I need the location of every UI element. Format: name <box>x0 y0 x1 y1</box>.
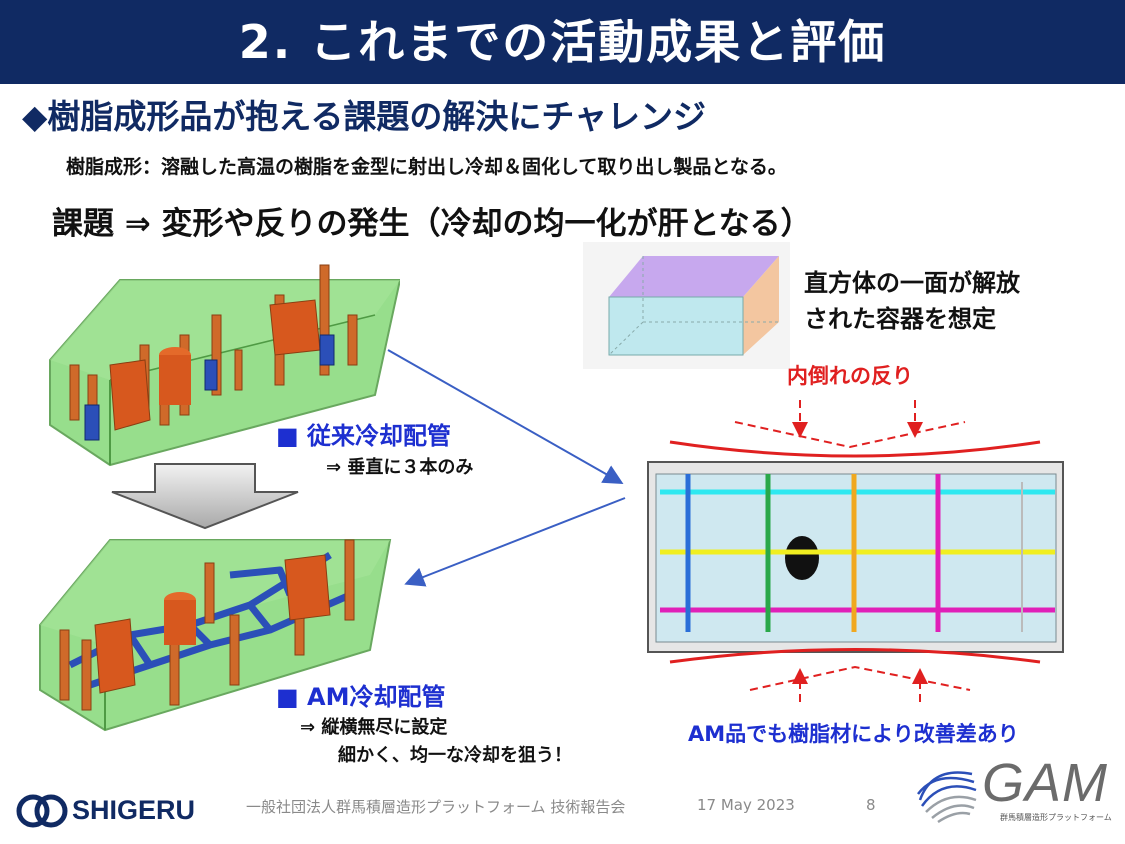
footer-org: 一般社団法人群馬積層造形プラットフォーム 技術報告会 <box>246 798 626 816</box>
gam-logo-icon <box>917 771 977 824</box>
conventional-label: ■ 従来冷却配管 <box>276 422 452 450</box>
cooling-result-diagram <box>647 400 1064 702</box>
slide-title: 2. これまでの活動成果と評価 <box>238 15 887 69</box>
down-arrow-icon <box>111 463 299 530</box>
box-diagram <box>583 242 790 369</box>
box-note: 直方体の一面が解放 された容器を想定 <box>804 265 1020 337</box>
warp-label: 内倒れの反り <box>787 364 913 388</box>
box-note-line-2: された容器を想定 <box>804 305 996 333</box>
gam-logo-text: GAM <box>982 753 1109 813</box>
conventional-note: ⇒ 垂直に３本のみ <box>326 457 474 478</box>
am-note-1: ⇒ 縦横無尽に設定 <box>300 717 448 738</box>
gam-logo-subtitle: 群馬積層造形プラットフォーム <box>1000 813 1112 822</box>
issue-text: 課題 ⇒ 変形や反りの発生（冷却の均一化が肝となる） <box>52 206 812 242</box>
am-label: ■ AM冷却配管 <box>276 683 446 711</box>
brand-name: SHIGERU <box>72 795 196 825</box>
page-number: 8 <box>866 796 876 814</box>
title-bar <box>0 0 1125 84</box>
am-result-note: AM品でも樹脂材により改善差あり <box>688 722 1019 746</box>
shigeru-logo-icon <box>16 794 68 828</box>
connector-arrows <box>387 349 626 587</box>
am-note-2: 細かく、均一な冷却を狙う！ <box>338 745 572 766</box>
definition-text: 樹脂成形：溶融した高温の樹脂を金型に射出し冷却＆固化して取り出し製品となる。 <box>66 156 787 178</box>
footer-date: 17 May 2023 <box>697 796 795 814</box>
headline: ◆樹脂成形品が抱える課題の解決にチャレンジ <box>22 97 707 136</box>
am-mold-image <box>39 539 392 732</box>
box-note-line-1: 直方体の一面が解放 <box>804 269 1020 297</box>
conventional-mold-image <box>49 264 400 467</box>
